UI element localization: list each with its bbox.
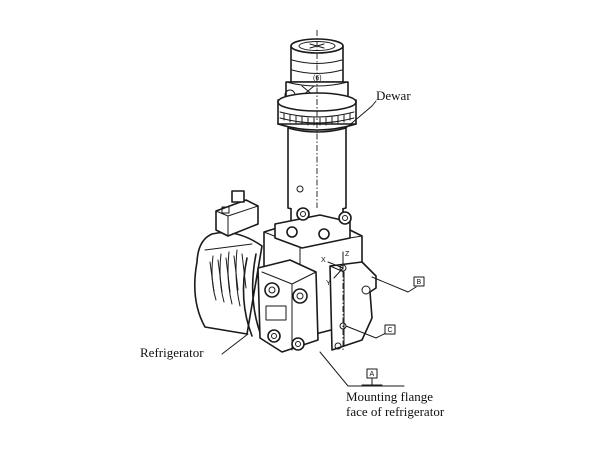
axis-z-label: Z <box>345 251 350 258</box>
dewar-label: Dewar <box>376 88 411 103</box>
flange-label-line2: face of refrigerator <box>346 404 445 419</box>
dewar: (6) <box>277 30 357 270</box>
datum-b-label: B <box>417 279 422 286</box>
axis-x-label: X <box>321 257 326 264</box>
datum-c-label: C <box>388 327 393 334</box>
datum-c: C <box>345 324 396 339</box>
refrigerator <box>193 190 377 353</box>
refrigerator-leader <box>221 333 249 355</box>
dewar-leader <box>345 100 377 129</box>
flange-leader <box>319 351 405 387</box>
datum-a: A <box>361 368 383 386</box>
refrigerator-label: Refrigerator <box>140 345 204 360</box>
axis-y-label: Y <box>326 280 331 287</box>
flange-label-line1: Mounting flange <box>346 389 433 404</box>
datum-b: B <box>371 276 425 293</box>
datum-a-label: A <box>370 371 375 378</box>
